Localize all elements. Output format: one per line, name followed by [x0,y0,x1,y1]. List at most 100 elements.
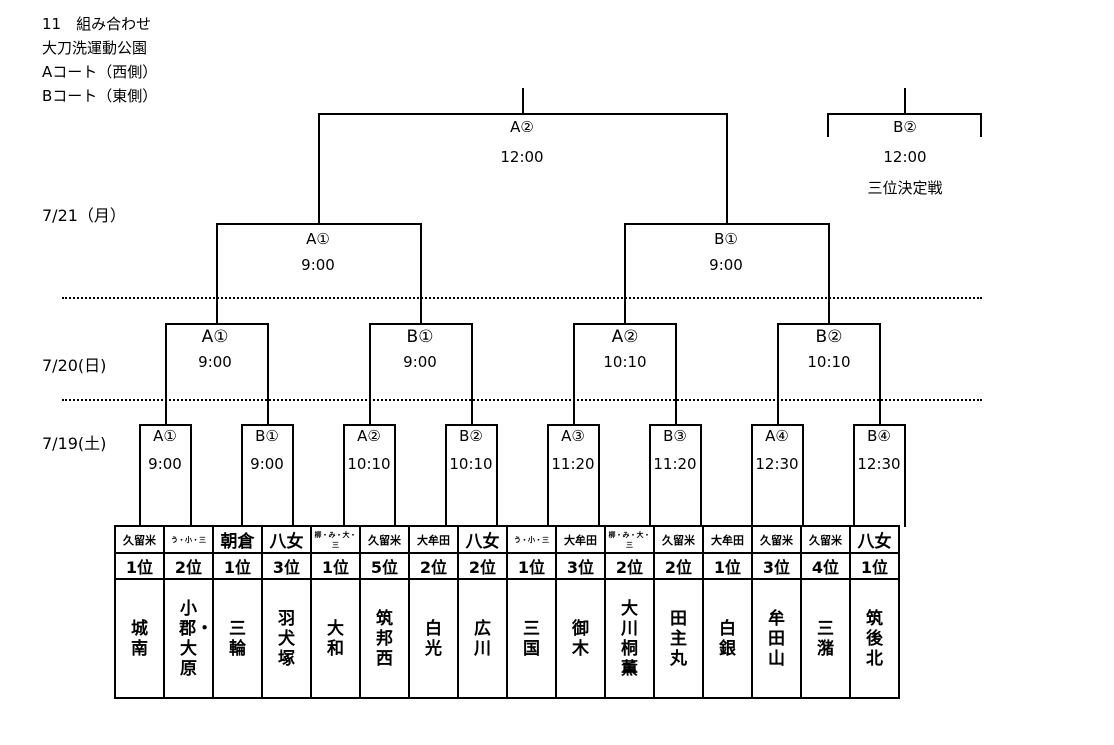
team-rank: 2位 [163,552,214,580]
quarter-2-court: B① [406,327,434,347]
round1-match-7-time: 12:30 [755,455,799,473]
prefecture-row: 久留米う・小・三朝倉八女柳・み・大・三久留米大牟田八女う・小・三大牟田柳・み・大… [114,525,900,554]
team-name: 大川桐薫 [621,598,638,679]
bracket-vertical-line [802,424,804,527]
bracket-vertical-line [904,88,906,113]
bracket-vertical-line [879,323,881,424]
bracket-horizontal-line [216,223,422,225]
team-name-cell: 田主丸 [653,578,704,699]
team-prefecture: う・小・三 [163,525,214,554]
round1-match-2-court: B① [255,427,279,445]
round1-match-4-time: 10:10 [449,455,493,473]
bracket-vertical-line [649,424,651,527]
bracket-vertical-line [445,424,447,527]
team-name-cell: 大川桐薫 [604,578,655,699]
team-prefecture: 八女 [457,525,508,554]
team-name-cell: 羽犬塚 [261,578,312,699]
bracket-horizontal-line [573,323,677,325]
bracket-horizontal-line [547,424,600,426]
round1-match-8-court: B④ [867,427,891,445]
bracket-vertical-line [726,113,728,223]
team-prefecture: 久留米 [751,525,802,554]
date-first-round-day: 7/19(土) [42,434,107,453]
team-name-row: 城南小郡・大原三輪羽犬塚大和筑邦西白光広川三国御木大川桐薫田主丸白銀牟田山三潴筑… [114,578,900,699]
bracket-vertical-line [292,424,294,527]
bracket-horizontal-line [649,424,702,426]
team-prefecture: 大牟田 [702,525,753,554]
court-a-note: Aコート（西側） [42,63,158,81]
round1-match-7-court: A④ [765,427,789,445]
team-name-cell: 三輪 [212,578,263,699]
bracket-vertical-line [828,223,830,323]
team-rank: 1位 [702,552,753,580]
third-place-label: 三位決定戦 [867,179,943,197]
bracket-vertical-line [318,113,320,223]
bracket-horizontal-line [343,424,396,426]
bracket-vertical-line [853,424,855,527]
date-final-day: 7/21（月） [42,206,126,225]
team-name: 筑邦西 [376,608,393,669]
bracket-vertical-line [343,424,345,527]
round1-match-5-time: 11:20 [551,455,595,473]
team-prefecture: 久留米 [114,525,165,554]
bracket-vertical-line [980,113,982,137]
team-rank: 2位 [604,552,655,580]
team-rank: 2位 [653,552,704,580]
bracket-vertical-line [139,424,141,527]
final-time: 12:00 [500,148,544,166]
quarter-3-court: A② [611,327,639,347]
bracket-vertical-line [241,424,243,527]
team-rank: 3位 [555,552,606,580]
bracket-vertical-line [751,424,753,527]
team-name-cell: 御木 [555,578,606,699]
round1-match-1-court: A① [153,427,177,445]
bracket-horizontal-line [853,424,906,426]
header-number-title: 11 組み合わせ [42,15,152,33]
team-name: 三輪 [229,618,246,659]
team-rank: 1位 [506,552,557,580]
quarter-4-time: 10:10 [807,353,851,371]
third-place-court: B② [893,118,917,136]
bracket-horizontal-line [827,113,982,115]
bracket-horizontal-line [139,424,192,426]
team-prefecture: 柳・み・大・三 [310,525,361,554]
bracket-vertical-line [522,88,524,113]
bracket-vertical-line [471,323,473,424]
team-name: 白光 [425,618,442,659]
team-name-cell: 白光 [408,578,459,699]
bracket-vertical-line [700,424,702,527]
round1-match-1-time: 9:00 [148,455,182,473]
bracket-vertical-line [904,424,906,527]
semi-1-time: 9:00 [301,256,335,274]
team-rank: 1位 [310,552,361,580]
team-name: 城南 [131,618,148,659]
team-rank: 3位 [261,552,312,580]
team-name-cell: 筑後北 [849,578,900,699]
team-name-cell: 小郡・大原 [163,578,214,699]
team-prefecture: 八女 [261,525,312,554]
team-name-cell: 城南 [114,578,165,699]
bracket-horizontal-line [369,323,473,325]
round1-match-6-court: B③ [663,427,687,445]
bracket-vertical-line [165,323,167,424]
team-name: 広川 [474,618,491,659]
date-quarterfinal-day: 7/20(日) [42,356,107,375]
bracket-horizontal-line [318,113,728,115]
team-prefecture: 八女 [849,525,900,554]
bracket-vertical-line [547,424,549,527]
quarter-4-court: B② [815,327,843,347]
team-rank: 5位 [359,552,410,580]
team-prefecture: 大牟田 [555,525,606,554]
team-name: 田主丸 [670,608,687,669]
semi-2-time: 9:00 [709,256,743,274]
team-name-cell: 三国 [506,578,557,699]
bracket-horizontal-line [624,223,830,225]
team-rank: 3位 [751,552,802,580]
team-name-cell: 大和 [310,578,361,699]
team-name: 白銀 [719,618,736,659]
team-name: 御木 [572,618,589,659]
team-name-cell: 筑邦西 [359,578,410,699]
team-name-cell: 牟田山 [751,578,802,699]
team-name: 大和 [327,618,344,659]
